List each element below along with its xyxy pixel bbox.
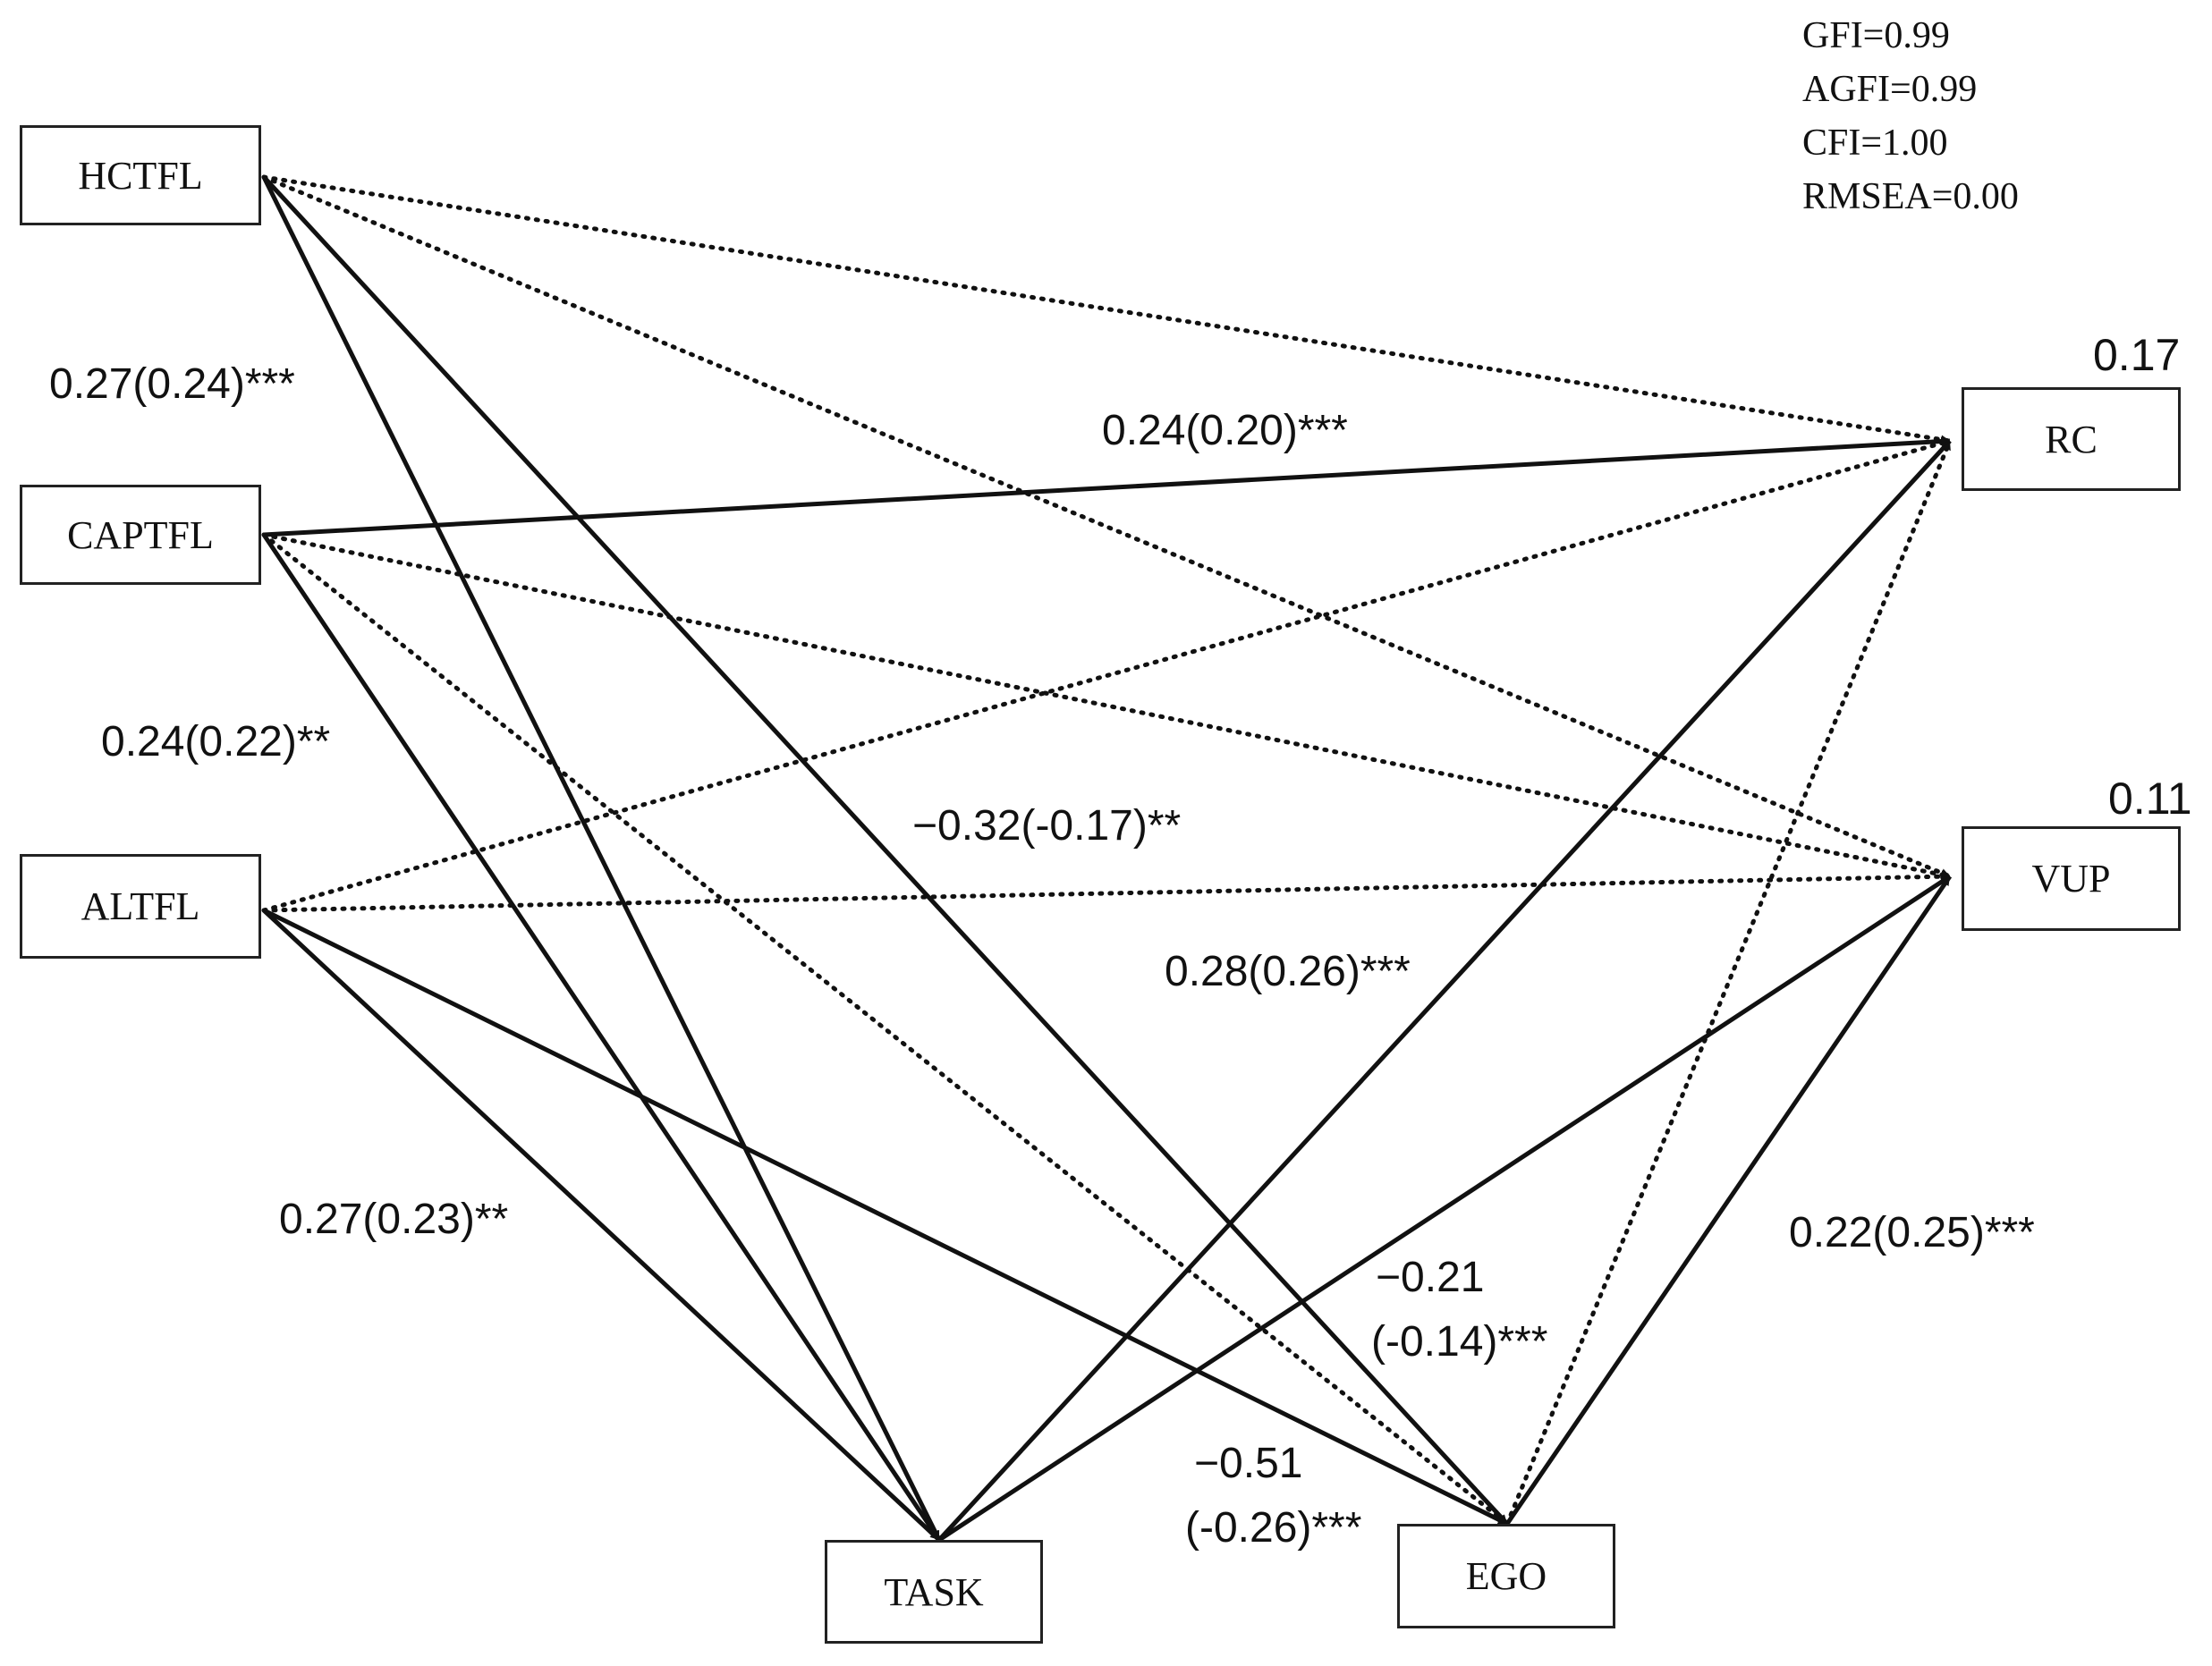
- coef-altfl-task: 0.27(0.23)**: [279, 1196, 509, 1243]
- path-captfl-to-vup-dotted: [261, 532, 1953, 879]
- node-rc-label: RC: [2045, 417, 2098, 461]
- path-ego-to-rc-dotted: [1504, 438, 1953, 1526]
- node-altfl-label: ALTFL: [81, 884, 200, 928]
- coef-hctfl-task: 0.27(0.24)***: [49, 360, 295, 408]
- fit-indices: GFI=0.99 AGFI=0.99 CFI=1.00 RMSEA=0.00: [1802, 9, 2178, 224]
- path-hctfl-to-vup-dotted: [261, 174, 1953, 879]
- node-task-label: TASK: [884, 1569, 984, 1614]
- node-captfl-label: CAPTFL: [67, 512, 214, 557]
- path-altfl-to-rc-dotted: [261, 438, 1953, 913]
- node-captfl: CAPTFL: [20, 485, 261, 585]
- path-hctfl-to-ego-solid: [262, 175, 1509, 1526]
- coef-task-vup-standardized: (-0.14)***: [1371, 1318, 1548, 1366]
- node-task: TASK: [825, 1540, 1043, 1644]
- fit-index-rmsea: RMSEA=0.00: [1802, 176, 2019, 217]
- node-vup: VUP: [1962, 826, 2181, 931]
- path-task-to-rc-solid: [937, 439, 1952, 1542]
- path-captfl-to-ego-dotted: [261, 532, 1510, 1526]
- fit-index-cfi: CFI=1.00: [1802, 123, 1948, 164]
- coef-altfl-ego-standardized: (-0.26)***: [1185, 1504, 1362, 1552]
- coef-ego-vup: 0.22(0.25)***: [1789, 1209, 2035, 1256]
- path-captfl-to-rc-solid: [263, 436, 1951, 537]
- node-hctfl-label: HCTFL: [78, 153, 203, 198]
- coef-hctfl-ego: −0.32(-0.17)**: [912, 802, 1182, 850]
- fit-index-gfi: GFI=0.99: [1802, 15, 1950, 56]
- path-altfl-to-ego-solid: [262, 908, 1509, 1526]
- path-altfl-to-task-solid: [262, 909, 941, 1542]
- coef-captfl-task: 0.24(0.22)**: [101, 718, 331, 765]
- node-rc: RC: [1962, 387, 2181, 491]
- path-task-to-vup-solid: [937, 874, 1952, 1543]
- coef-captfl-rc: 0.24(0.20)***: [1102, 407, 1348, 454]
- path-captfl-to-task-solid: [261, 533, 942, 1542]
- r-squared-rc: 0.17: [2093, 330, 2181, 380]
- coef-altfl-ego-estimate: −0.51: [1194, 1440, 1303, 1487]
- node-ego-label: EGO: [1465, 1554, 1547, 1598]
- path-arrows: [261, 174, 1953, 1543]
- path-ego-to-vup-solid: [1504, 875, 1953, 1526]
- r-squared-vup: 0.11: [2108, 774, 2192, 824]
- path-hctfl-to-rc-dotted: [261, 174, 1953, 444]
- node-vup-label: VUP: [2031, 857, 2111, 901]
- node-altfl: ALTFL: [20, 854, 261, 959]
- path-hctfl-to-task-solid: [261, 175, 942, 1542]
- node-ego: EGO: [1397, 1524, 1615, 1628]
- coef-task-rc: 0.28(0.26)***: [1165, 948, 1411, 995]
- coef-task-vup-estimate: −0.21: [1376, 1254, 1485, 1301]
- path-altfl-to-vup-dotted: [261, 872, 1953, 913]
- fit-index-agfi: AGFI=0.99: [1802, 69, 1978, 110]
- node-hctfl: HCTFL: [20, 125, 261, 225]
